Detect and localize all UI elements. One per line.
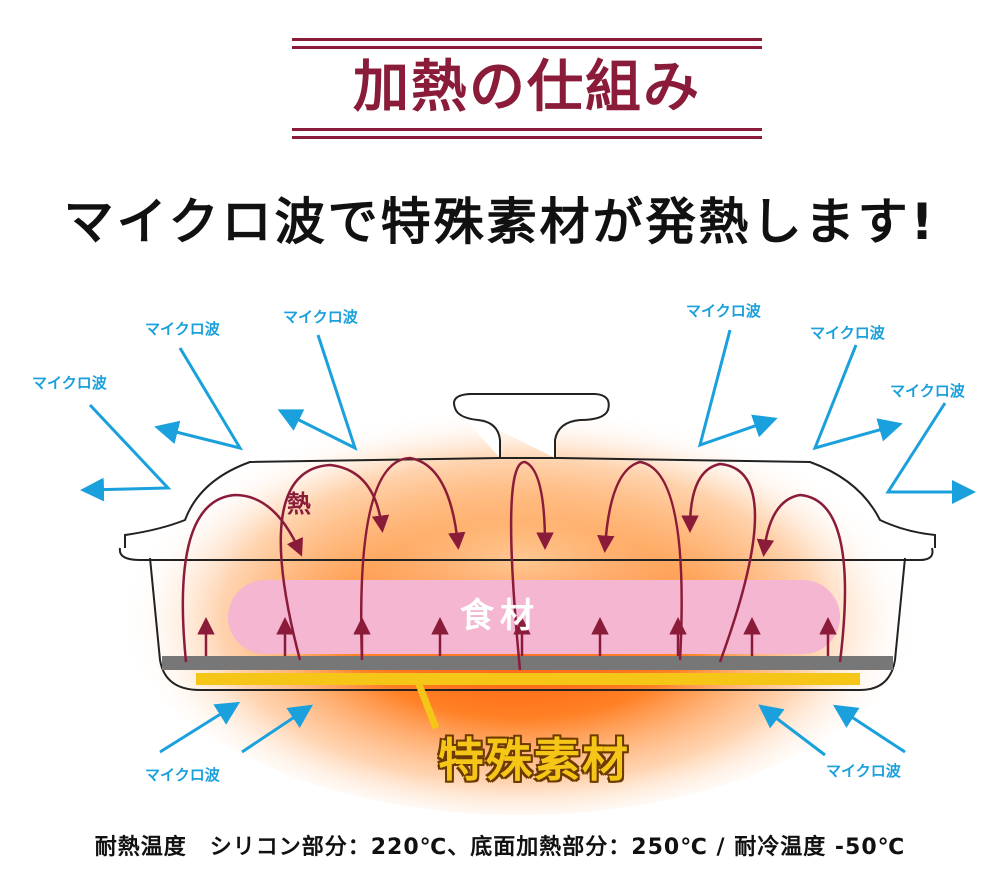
microwave-label-upper-left-1: マイクロ波 <box>32 374 107 392</box>
food-block <box>228 580 840 654</box>
microwave-label-upper-right-1: マイクロ波 <box>686 302 761 320</box>
page-title: 加熱の仕組み <box>353 55 701 120</box>
heat-label: 熱 <box>287 490 311 518</box>
food-label: 食材 <box>460 596 540 636</box>
special-material-strip <box>196 673 860 685</box>
microwave-label-upper-right-3: マイクロ波 <box>890 382 965 400</box>
container-body <box>149 557 906 691</box>
subtitle: マイクロ波で特殊素材が発熱します! <box>63 193 937 251</box>
microwave-label-upper-right-2: マイクロ波 <box>810 324 885 342</box>
microwave-label-bottom-left: マイクロ波 <box>145 766 220 784</box>
container-rim <box>118 547 934 561</box>
special-material-leader <box>414 680 440 730</box>
heat-up-arrows <box>197 617 837 656</box>
microwave-arrows <box>80 329 976 757</box>
microwave-label-upper-left-3: マイクロ波 <box>283 308 358 326</box>
title-rule-bottom-1 <box>292 128 762 131</box>
title-banner: 加熱の仕組み <box>292 38 762 140</box>
special-material-label: 特殊素材 <box>438 733 630 787</box>
title-rule-top-2 <box>292 46 762 49</box>
temperature-footer: 耐熱温度 シリコン部分：220℃、底面加熱部分：250℃ / 耐冷温度 -50℃ <box>94 835 906 860</box>
microwave-label-upper-left-2: マイクロ波 <box>145 320 220 338</box>
lid-outline <box>124 457 936 548</box>
title-rule-bottom-2 <box>292 136 762 139</box>
microwave-label-bottom-right: マイクロ波 <box>826 762 901 780</box>
lid-handle <box>453 393 610 458</box>
title-rule-top-1 <box>292 38 762 41</box>
heat-loop-arrows <box>181 456 847 671</box>
heating-plate <box>162 656 893 670</box>
